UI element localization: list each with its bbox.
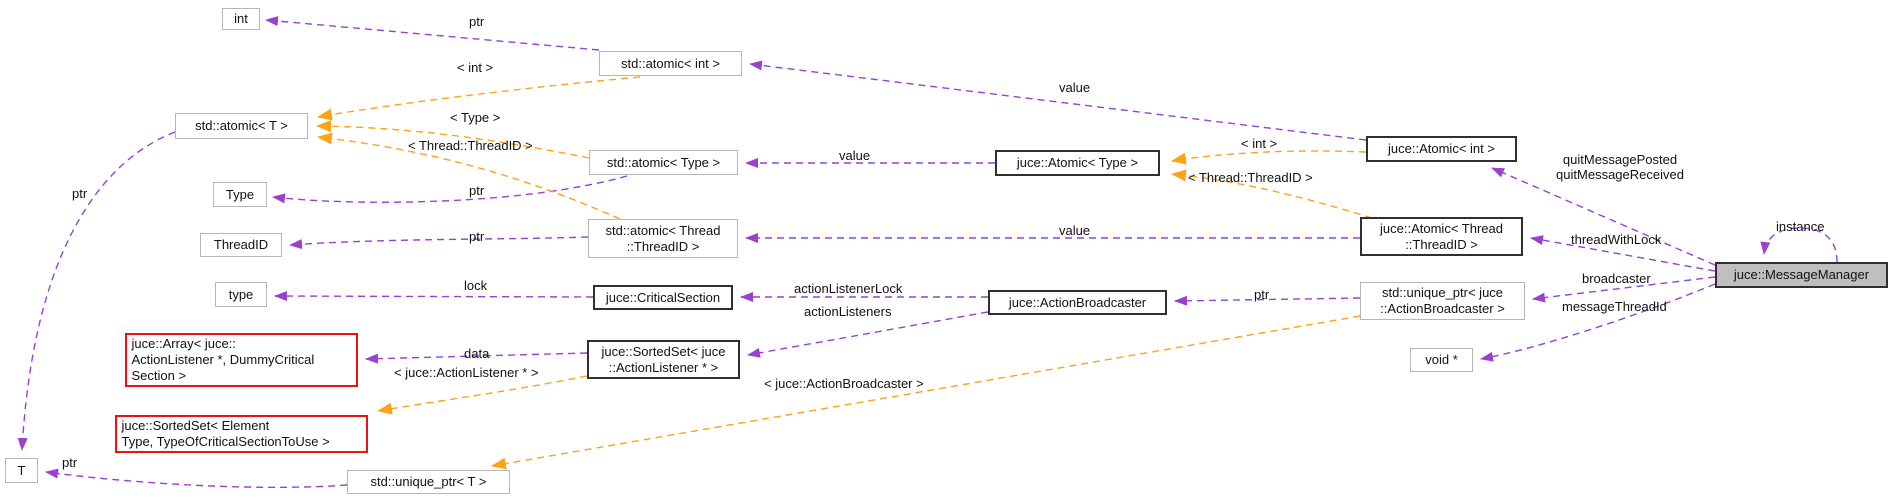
node-label: juce::SortedSet< juce xyxy=(601,343,726,359)
edge-label-ptr-unique-t: ptr xyxy=(62,455,78,470)
edge-tmpl-threadid-left xyxy=(317,132,621,220)
edge-label-lock: lock xyxy=(464,278,488,293)
node-label: juce::Atomic< Type > xyxy=(1016,155,1139,170)
edge-ptr-type xyxy=(272,175,628,204)
node-label: std::unique_ptr< T > xyxy=(370,474,487,489)
edge-label-data: data xyxy=(464,346,490,361)
edge-label-quitmessageposted: quitMessagePosted xyxy=(1562,152,1678,167)
node-type-lower: type xyxy=(215,282,267,307)
edge-label-value-int: value xyxy=(1059,80,1091,95)
edge-quitmessage xyxy=(1491,167,1716,266)
edge-tmpl-actionlistener xyxy=(377,375,588,415)
node-label: juce::Atomic< Thread xyxy=(1380,220,1503,236)
edge-label-ptr-type: ptr xyxy=(469,183,485,198)
node-label: void * xyxy=(1425,352,1458,367)
edge-tmpl-threadid-right xyxy=(1171,169,1373,219)
node-void-ptr: void * xyxy=(1410,348,1473,372)
edge-actionlisteners xyxy=(747,311,989,358)
edge-ptr-threadid xyxy=(289,236,589,250)
edge-label-tmpl-int-left: < int > xyxy=(457,60,494,75)
node-label: int xyxy=(234,11,248,26)
edge-label-actionlistenerlock: actionListenerLock xyxy=(794,281,903,296)
edge-label-tmpl-actionbroadcaster: < juce::ActionBroadcaster > xyxy=(764,376,924,391)
edge-label-quitmessagereceived: quitMessageReceived xyxy=(1556,167,1684,182)
node-label: ActionListener *, DummyCritical xyxy=(131,352,315,367)
edge-label-instance: instance xyxy=(1776,219,1825,234)
node-label: ::ActionBroadcaster > xyxy=(1380,301,1505,316)
node-t: T xyxy=(5,458,38,483)
node-std-atomic-type: std::atomic< Type > xyxy=(589,150,738,175)
edge-label-tmpl-threadid-right: < Thread::ThreadID > xyxy=(1188,170,1313,185)
edge-label-ptr-broadcaster: ptr xyxy=(1254,287,1270,302)
node-label: std::atomic< T > xyxy=(195,118,288,133)
edge-label-value-threadid: value xyxy=(1059,223,1091,238)
node-label: juce::Array< juce:: xyxy=(131,336,236,351)
node-std-unique-ptr-t: std::unique_ptr< T > xyxy=(347,470,510,494)
node-label: Type xyxy=(225,186,255,202)
edge-label-value-type: value xyxy=(839,148,871,163)
node-juce-atomic-type[interactable]: juce::Atomic< Type > xyxy=(995,150,1160,176)
edge-messagethreadid xyxy=(1480,283,1716,362)
node-juce-sortedset-generic[interactable]: juce::SortedSet< Element Type, TypeOfCri… xyxy=(115,415,368,453)
node-label: juce::ActionBroadcaster xyxy=(1008,294,1147,310)
edge-label-ptr-atomic-t: ptr xyxy=(72,186,88,201)
node-label: juce::MessageManager xyxy=(1733,267,1870,282)
node-label: ThreadID xyxy=(213,237,269,252)
edge-value-int xyxy=(749,60,1367,141)
node-label: juce::SortedSet< Element xyxy=(121,418,270,433)
edge-label-messagethreadid: messageThreadId xyxy=(1562,299,1667,314)
node-label: juce::CriticalSection xyxy=(605,289,721,305)
node-label: ::ThreadID > xyxy=(626,238,700,254)
node-label: T xyxy=(17,462,26,478)
node-threadid: ThreadID xyxy=(200,233,282,257)
edge-broadcaster xyxy=(1532,276,1716,303)
edge-instance-loop xyxy=(1760,227,1838,263)
node-juce-messagemanager[interactable]: juce::MessageManager xyxy=(1715,262,1888,288)
edge-label-broadcaster: broadcaster xyxy=(1582,271,1651,286)
node-label: Section > xyxy=(131,368,187,383)
node-label: ::ThreadID > xyxy=(1405,236,1478,252)
node-label: std::atomic< int > xyxy=(621,55,720,71)
edge-label-tmpl-int-right: < int > xyxy=(1241,136,1278,151)
node-juce-atomic-int[interactable]: juce::Atomic< int > xyxy=(1366,136,1517,162)
node-juce-atomic-threadid[interactable]: juce::Atomic< Thread ::ThreadID > xyxy=(1360,217,1523,256)
node-std-atomic-threadid: std::atomic< Thread ::ThreadID > xyxy=(588,219,738,258)
node-juce-actionbroadcaster[interactable]: juce::ActionBroadcaster xyxy=(988,290,1167,315)
edge-ptr-int xyxy=(265,16,600,51)
edge-label-ptr-top: ptr xyxy=(469,14,485,29)
edge-lock xyxy=(274,291,594,302)
node-juce-sortedset-actionlistener[interactable]: juce::SortedSet< juce ::ActionListener *… xyxy=(587,340,740,379)
edge-ptr-atomic-t xyxy=(17,131,176,451)
node-type: Type xyxy=(213,182,267,207)
node-std-atomic-t: std::atomic< T > xyxy=(175,113,308,139)
node-label: type xyxy=(228,286,254,302)
edge-label-threadwithlock: threadWithLock xyxy=(1571,232,1662,247)
node-juce-array-actionlistener[interactable]: juce::Array< juce:: ActionListener *, Du… xyxy=(125,333,358,387)
edge-label-tmpl-threadid-left: < Thread::ThreadID > xyxy=(408,138,533,153)
node-label: juce::Atomic< int > xyxy=(1388,141,1495,156)
edge-label-tmpl-actionlistener: < juce::ActionListener * > xyxy=(394,365,539,380)
edge-tmpl-int-right xyxy=(1171,150,1367,165)
node-label: ::ActionListener * > xyxy=(608,359,719,375)
node-int: int xyxy=(222,8,260,30)
node-std-atomic-int: std::atomic< int > xyxy=(599,51,742,76)
edge-label-ptr-threadid: ptr xyxy=(469,229,485,244)
edge-tmpl-actionbroadcaster xyxy=(491,315,1361,470)
node-std-unique-ptr-actionbroadcaster: std::unique_ptr< juce ::ActionBroadcaste… xyxy=(1360,282,1525,320)
edge-data xyxy=(365,352,588,364)
node-label: std::atomic< Type > xyxy=(606,154,721,170)
edge-ptr-broadcaster xyxy=(1174,295,1361,306)
edge-label-tmpl-type-left: < Type > xyxy=(450,110,501,125)
edge-ptr-unique-t xyxy=(45,468,348,489)
edge-tmpl-type-left xyxy=(316,120,590,159)
edge-label-actionlisteners: actionListeners xyxy=(804,304,892,319)
edge-tmpl-int-left xyxy=(317,76,641,121)
node-juce-criticalsection[interactable]: juce::CriticalSection xyxy=(593,285,733,310)
node-label: Type, TypeOfCriticalSectionToUse > xyxy=(121,434,330,449)
node-label: std::atomic< Thread xyxy=(605,222,721,238)
node-label: std::unique_ptr< juce xyxy=(1381,285,1504,300)
